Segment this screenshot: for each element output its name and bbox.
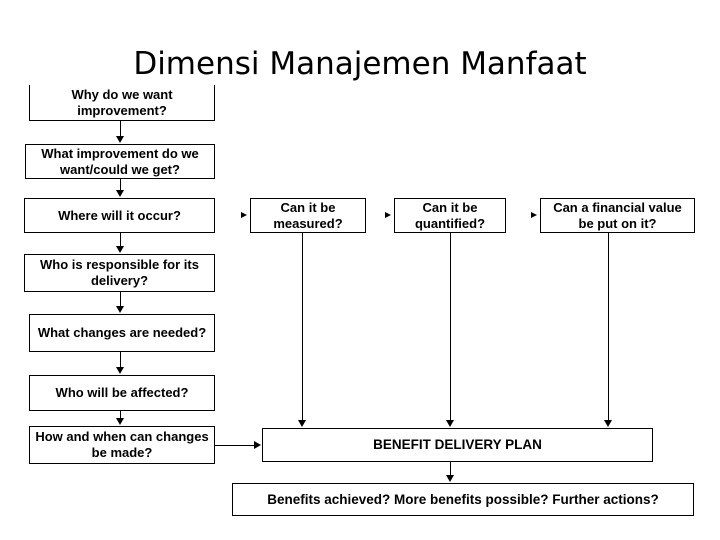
connector-measured-plan xyxy=(302,233,303,421)
flow-node-can-quantified[interactable]: Can it be quantified? xyxy=(394,198,506,233)
arrowhead-q6-q7 xyxy=(116,418,124,425)
flow-node-why-improvement[interactable]: Why do we want improvement? xyxy=(29,85,215,121)
flow-node-financial-value[interactable]: Can a financial value be put on it? xyxy=(540,198,695,233)
page-title: Dimensi Manajemen Manfaat xyxy=(133,46,587,82)
arrowhead-q5-q6 xyxy=(116,367,124,374)
arrowhead-into-can-quantified xyxy=(385,212,391,218)
connector-q7-plan xyxy=(215,445,255,446)
flow-node-label: Why do we want improvement? xyxy=(71,86,173,118)
flow-node-what-changes[interactable]: What changes are needed? xyxy=(29,314,215,352)
flow-node-benefits-review[interactable]: Benefits achieved? More benefits possibl… xyxy=(232,483,694,516)
arrowhead-q3-q4 xyxy=(116,246,124,253)
connector-quantified-plan xyxy=(450,233,451,421)
arrowhead-into-financial-value xyxy=(531,212,537,218)
arrowhead-q1-q2 xyxy=(116,136,124,143)
flow-node-benefit-delivery-plan[interactable]: BENEFIT DELIVERY PLAN xyxy=(262,428,653,462)
flow-node-label: Benefits achieved? More benefits possibl… xyxy=(267,491,659,507)
flow-node-label: What improvement do we want/could we get… xyxy=(41,145,199,177)
arrowhead-q2-q3 xyxy=(116,190,124,197)
connector-plan-review xyxy=(450,462,451,476)
arrowhead-plan-review xyxy=(446,475,454,482)
flow-node-label: How and when can changes be made? xyxy=(35,429,209,460)
connector-financial-plan xyxy=(608,233,609,421)
arrowhead-measured-plan xyxy=(298,420,306,427)
arrowhead-financial-plan xyxy=(604,420,612,427)
flow-node-where-occur[interactable]: Where will it occur? xyxy=(24,198,215,233)
connector-q6-q7 xyxy=(120,411,121,419)
flow-node-label: Can a financial value be put on it? xyxy=(553,199,682,231)
arrowhead-q7-plan xyxy=(254,441,261,449)
flow-node-who-affected[interactable]: Who will be affected? xyxy=(29,375,215,411)
connector-q4-q5 xyxy=(120,292,121,307)
arrowhead-quantified-plan xyxy=(446,420,454,427)
flow-node-label: Who is responsible for its delivery? xyxy=(40,257,199,288)
flow-node-who-responsible[interactable]: Who is responsible for its delivery? xyxy=(24,254,215,292)
arrowhead-into-can-measured xyxy=(241,212,247,218)
flow-node-label: Can it be quantified? xyxy=(414,199,486,231)
flow-node-label: What changes are needed? xyxy=(37,325,207,340)
flow-node-can-measured[interactable]: Can it be measured? xyxy=(250,198,366,233)
connector-q2-q3 xyxy=(120,179,121,191)
connector-q1-q2 xyxy=(120,121,121,137)
flow-node-label: Can it be measured? xyxy=(273,199,343,231)
connector-q3-q4 xyxy=(120,233,121,247)
arrowhead-q4-q5 xyxy=(116,306,124,313)
flow-node-what-improvement[interactable]: What improvement do we want/could we get… xyxy=(25,144,215,179)
flow-node-label: Where will it occur? xyxy=(58,207,181,223)
flow-node-label: Who will be affected? xyxy=(55,385,189,400)
flow-node-how-when-changes[interactable]: How and when can changes be made? xyxy=(29,426,215,464)
flow-node-label: BENEFIT DELIVERY PLAN xyxy=(373,437,542,452)
connector-q5-q6 xyxy=(120,352,121,368)
